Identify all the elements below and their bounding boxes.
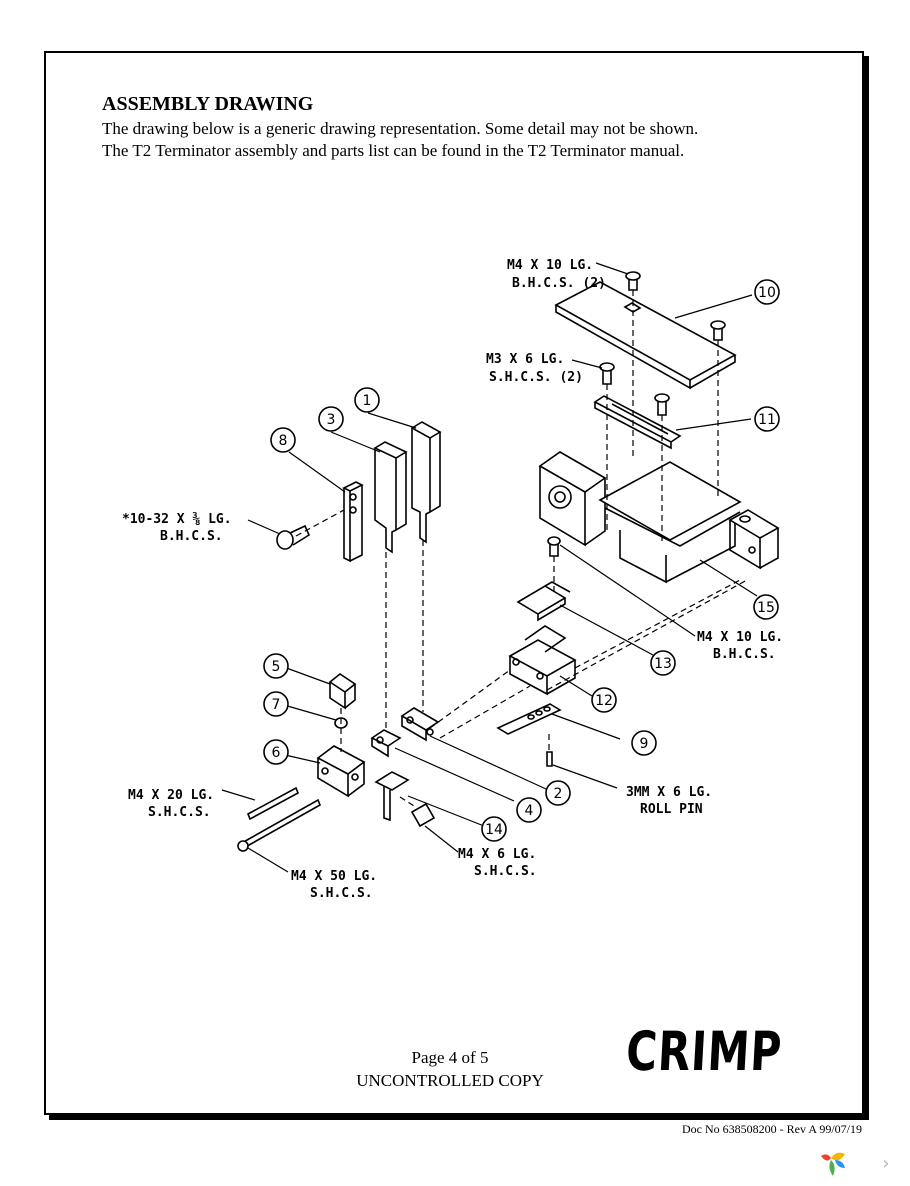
label-10-32-1: *10-32 X ⅜ LG. (122, 512, 232, 527)
doc-number: Doc No 638508200 - Rev A 99/07/19 (682, 1122, 862, 1136)
screw-m4x50 (237, 798, 322, 852)
part-4 (370, 729, 402, 758)
part-1 (410, 421, 442, 544)
label-m4x50-2: S.H.C.S. (310, 886, 373, 901)
label-m4x10-top-2: B.H.C.S. (2) (512, 276, 606, 291)
callout-circles (263, 279, 780, 842)
assembly-lines (295, 290, 748, 807)
callout-4-num: 4 (525, 803, 534, 819)
callout-7 (263, 691, 289, 717)
callout-5-num: 5 (272, 659, 281, 675)
copy-status: UNCONTROLLED COPY (356, 1071, 544, 1090)
part-6 (316, 745, 366, 798)
callout-6 (263, 739, 289, 765)
part-11-bracket (593, 395, 682, 450)
callout-1-num: 1 (363, 393, 372, 409)
part-13 (516, 581, 571, 622)
intro-text: The drawing below is a generic drawing r… (102, 118, 698, 162)
screw-10-32 (276, 524, 311, 550)
callout-1 (354, 387, 380, 413)
callout-8 (270, 427, 296, 453)
part-9 (496, 703, 562, 735)
callout-2 (545, 780, 571, 806)
part-10-cover-plate (554, 281, 737, 390)
screw-m3-1 (599, 362, 615, 385)
callout-12 (591, 687, 617, 713)
callout-numbers: 1 2 3 4 5 6 7 8 9 10 11 12 13 14 15 (272, 285, 776, 838)
callout-3-num: 3 (327, 412, 336, 428)
part-8 (342, 481, 364, 563)
label-m4x6-1: M4 X 6 LG. (458, 847, 536, 862)
screw-m4x20 (246, 786, 300, 821)
page-heading: ASSEMBLY DRAWING (102, 93, 314, 115)
callout-12-num: 12 (595, 693, 613, 709)
callout-4 (516, 797, 542, 823)
label-rollpin-1: 3MM X 6 LG. (626, 785, 712, 800)
crimp-stamp: CRIMP (624, 1020, 784, 1083)
callout-11-num: 11 (758, 412, 776, 428)
part-12 (508, 625, 577, 696)
label-m4x10-top-1: M4 X 10 LG. (507, 258, 593, 273)
label-m3x6-2: S.H.C.S. (2) (489, 370, 583, 385)
leader-lines (221, 262, 758, 873)
roll-pin (546, 751, 553, 767)
callout-13 (650, 650, 676, 676)
callout-10-num: 10 (758, 285, 776, 301)
label-m4x10-mid-1: M4 X 10 LG. (697, 630, 783, 645)
screw-top-2 (710, 320, 726, 341)
label-m4x20-2: S.H.C.S. (148, 805, 211, 820)
page-number: Page 4 of 5 (411, 1048, 489, 1067)
screw-m4x10-mid (547, 536, 561, 557)
callout-5 (263, 653, 289, 679)
callout-6-num: 6 (272, 745, 281, 761)
label-rollpin-2: ROLL PIN (640, 802, 703, 817)
callout-8-num: 8 (279, 433, 288, 449)
intro-line-1: The drawing below is a generic drawing r… (102, 119, 699, 138)
callout-2-num: 2 (554, 786, 563, 802)
part-labels: M4 X 10 LG. B.H.C.S. (2) M3 X 6 LG. S.H.… (122, 258, 783, 901)
brand-logo-icon (815, 1148, 851, 1183)
part-15-base (538, 451, 780, 584)
callout-13-num: 13 (654, 656, 672, 672)
callout-9-num: 9 (640, 736, 649, 752)
label-m4x6-2: S.H.C.S. (474, 864, 537, 879)
part-3 (373, 441, 408, 554)
label-m3x6-1: M3 X 6 LG. (486, 352, 564, 367)
callout-14-num: 14 (485, 822, 503, 838)
label-m4x20-1: M4 X 20 LG. (128, 788, 214, 803)
callout-10 (754, 279, 780, 305)
label-m4x50-1: M4 X 50 LG. (291, 869, 377, 884)
page-frame (44, 51, 864, 1115)
screw-m3-2 (654, 393, 670, 416)
part-14 (374, 771, 436, 828)
chevron-right-icon[interactable]: › (882, 1153, 890, 1174)
callout-9 (631, 730, 657, 756)
callout-15 (753, 594, 779, 620)
callout-15-num: 15 (757, 600, 775, 616)
part-2 (400, 707, 440, 742)
callout-11 (754, 406, 780, 432)
label-m4x10-mid-2: B.H.C.S. (713, 647, 776, 662)
label-10-32-2: B.H.C.S. (160, 529, 223, 544)
screw-top-1 (625, 271, 641, 291)
callout-14 (481, 816, 507, 842)
intro-line-2: The T2 Terminator assembly and parts lis… (102, 141, 685, 160)
part-5 (328, 673, 357, 710)
callout-7-num: 7 (272, 697, 281, 713)
callout-3 (318, 406, 344, 432)
